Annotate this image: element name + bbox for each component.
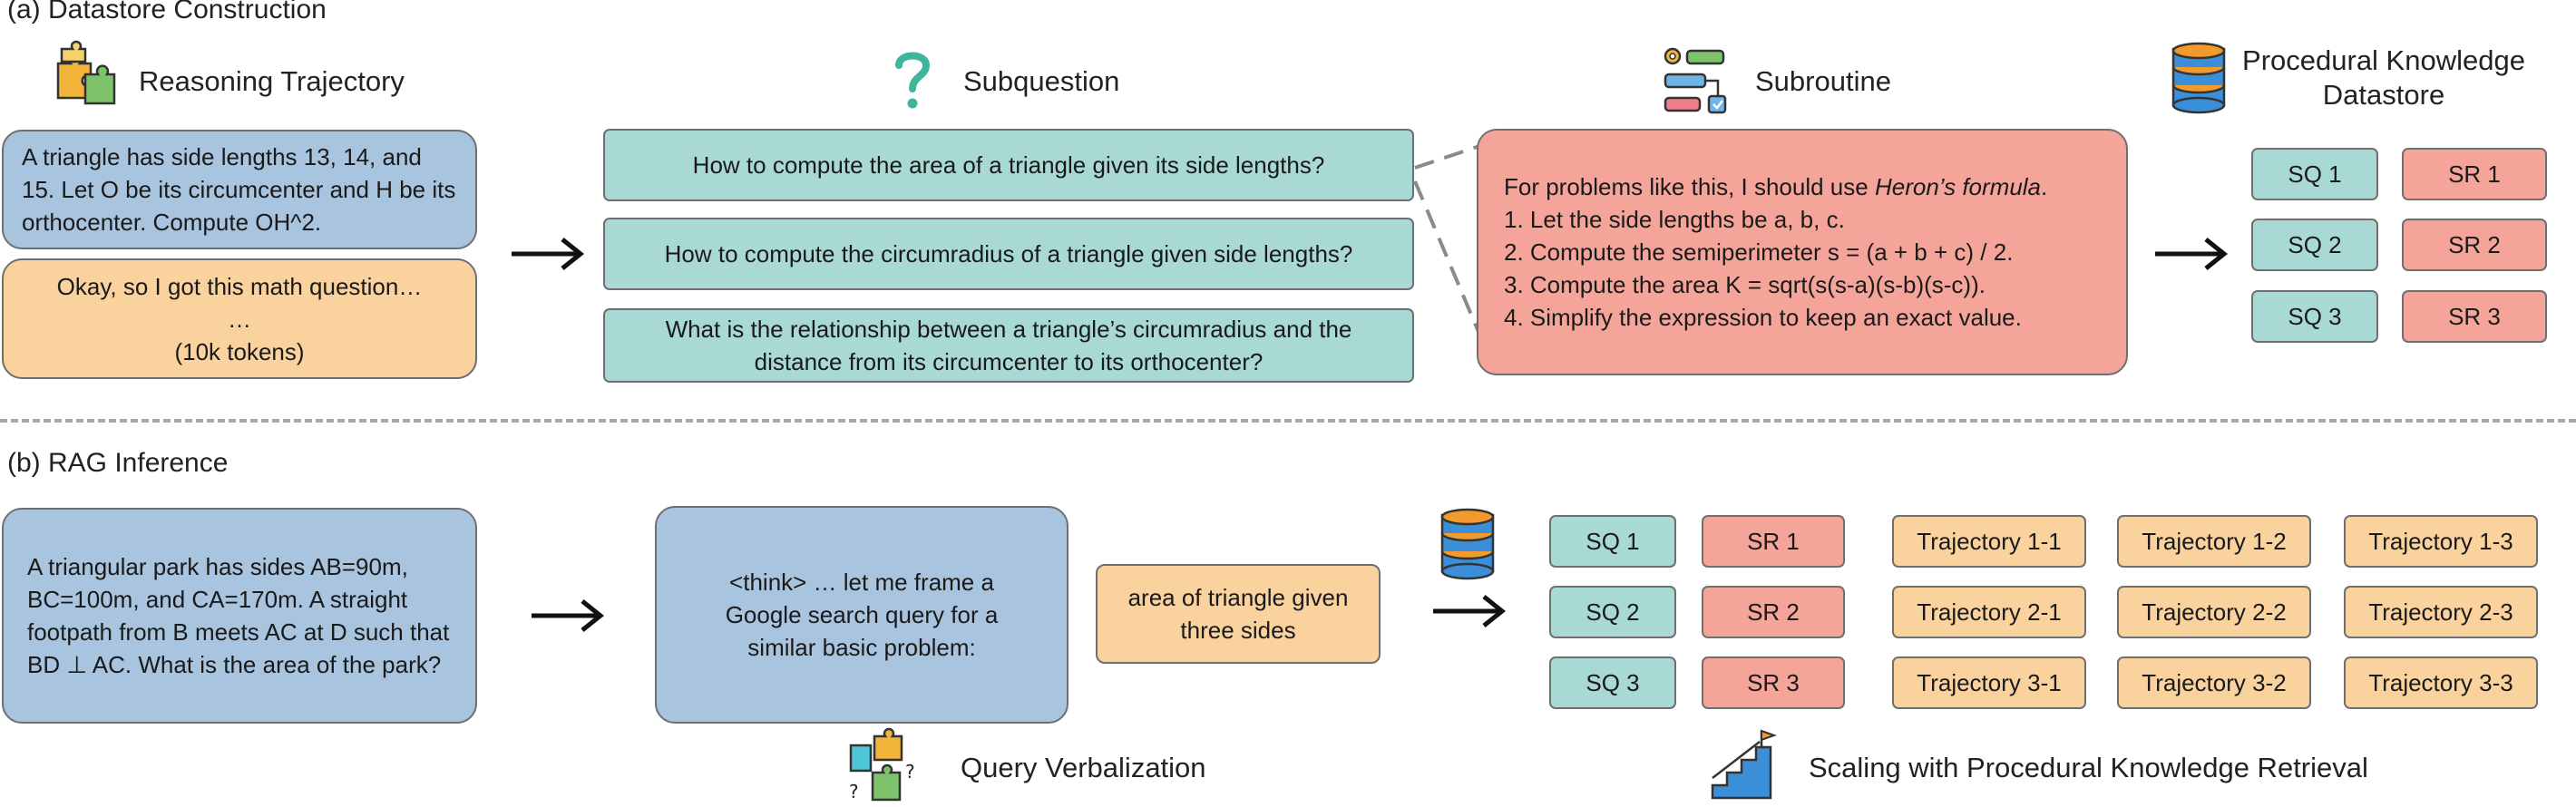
- reasoning-trajectory-label: Reasoning Trajectory: [139, 65, 405, 97]
- trajectory-2-2: Trajectory 2-2: [2117, 586, 2311, 638]
- subroutine-intro-prefix: For problems like this, I should use: [1504, 173, 1875, 200]
- datastore-label: Procedural Knowledge Datastore: [2240, 44, 2527, 112]
- trajectory-line-1: Okay, so I got this math question…: [56, 272, 423, 300]
- trajectory-line-3: (10k tokens): [174, 337, 305, 365]
- section-a-title: (a) Datastore Construction: [7, 0, 327, 24]
- datastore-sq-2: SQ 2: [2251, 219, 2378, 271]
- datastore-sr-1: SR 1: [2402, 148, 2547, 200]
- subroutine-label: Subroutine: [1755, 65, 1891, 97]
- rag-sq-3: SQ 3: [1549, 656, 1676, 709]
- arrow-right-icon: [532, 599, 605, 632]
- rag-sq-2: SQ 2: [1549, 586, 1676, 638]
- trajectory-2-1: Trajectory 2-1: [1892, 586, 2086, 638]
- rag-sr-2: SR 2: [1702, 586, 1845, 638]
- subquestion-box-1: How to compute the area of a triangle gi…: [603, 129, 1414, 201]
- svg-text:?: ?: [905, 761, 915, 783]
- rag-sq-1: SQ 1: [1549, 515, 1676, 568]
- datastore-label-line-2: Datastore: [2322, 79, 2445, 111]
- trajectory-1-1: Trajectory 1-1: [1892, 515, 2086, 568]
- trajectory-3-2: Trajectory 3-2: [2117, 656, 2311, 709]
- subroutine-intro: For problems like this, I should use Her…: [1504, 170, 2047, 203]
- subroutine-intro-suffix: .: [2041, 173, 2048, 200]
- database-icon: [2171, 42, 2226, 114]
- subquestion-label: Subquestion: [963, 65, 1120, 97]
- rag-problem-box: A triangular park has sides AB=90m, BC=1…: [2, 508, 477, 724]
- subroutine-step-2: 2. Compute the semiperimeter s = (a + b …: [1504, 238, 2014, 266]
- svg-text:?: ?: [849, 781, 859, 802]
- rag-sr-1: SR 1: [1702, 515, 1845, 568]
- datastore-sr-3: SR 3: [2402, 290, 2547, 343]
- database-icon: [1440, 508, 1495, 580]
- subroutine-icon: [1664, 47, 1727, 114]
- section-divider: [0, 419, 2576, 423]
- think-text: <think> … let me frame a Google search q…: [725, 569, 999, 661]
- trajectory-2-3: Trajectory 2-3: [2344, 586, 2538, 638]
- trajectory-1-2: Trajectory 1-2: [2117, 515, 2311, 568]
- rag-problem-text: A triangular park has sides AB=90m, BC=1…: [27, 553, 450, 678]
- subroutine-step-3: 3. Compute the area K = sqrt(s(s-a)(s-b)…: [1504, 271, 1986, 298]
- stairs-flag-icon: [1711, 729, 1777, 800]
- trajectory-box: Okay, so I got this math question… … (10…: [2, 258, 477, 379]
- query-box: area of triangle given three sides: [1096, 564, 1381, 664]
- problem-box: A triangle has side lengths 13, 14, and …: [2, 130, 477, 249]
- think-box: <think> … let me frame a Google search q…: [655, 506, 1068, 724]
- subquestion-text-1: How to compute the area of a triangle gi…: [692, 151, 1325, 179]
- trajectory-1-3: Trajectory 1-3: [2344, 515, 2538, 568]
- subquestion-box-3: What is the relationship between a trian…: [603, 308, 1414, 383]
- trajectory-3-3: Trajectory 3-3: [2344, 656, 2538, 709]
- arrow-right-icon: [512, 238, 585, 270]
- subroutine-step-1: 1. Let the side lengths be a, b, c.: [1504, 206, 1845, 233]
- subroutine-intro-em: Heron’s formula: [1874, 173, 2042, 200]
- trajectory-3-1: Trajectory 3-1: [1892, 656, 2086, 709]
- subquestion-box-2: How to compute the circumradius of a tri…: [603, 218, 1414, 290]
- query-verbalization-label: Query Verbalization: [961, 752, 1206, 783]
- question-mark-icon: [895, 52, 931, 109]
- rag-sr-3: SR 3: [1702, 656, 1845, 709]
- subroutine-box: For problems like this, I should use Her…: [1477, 129, 2128, 375]
- subquestion-text-2: How to compute the circumradius of a tri…: [664, 240, 1353, 267]
- arrow-right-icon: [1433, 595, 1507, 627]
- section-b-title: (b) RAG Inference: [7, 448, 229, 478]
- trajectory-line-2: …: [228, 305, 251, 333]
- arrow-right-icon: [2155, 238, 2229, 270]
- puzzle-question-icon: ? ?: [849, 727, 915, 802]
- subroutine-step-4: 4. Simplify the expression to keep an ex…: [1504, 304, 2022, 331]
- problem-text: A triangle has side lengths 13, 14, and …: [22, 143, 456, 236]
- query-text: area of triangle given three sides: [1127, 584, 1349, 644]
- datastore-sq-1: SQ 1: [2251, 148, 2378, 200]
- datastore-sq-3: SQ 3: [2251, 290, 2378, 343]
- puzzle-icon: [56, 40, 116, 105]
- scaling-label: Scaling with Procedural Knowledge Retrie…: [1809, 752, 2368, 783]
- subquestion-text-3: What is the relationship between a trian…: [665, 316, 1352, 375]
- datastore-sr-2: SR 2: [2402, 219, 2547, 271]
- datastore-label-line-1: Procedural Knowledge: [2242, 44, 2525, 76]
